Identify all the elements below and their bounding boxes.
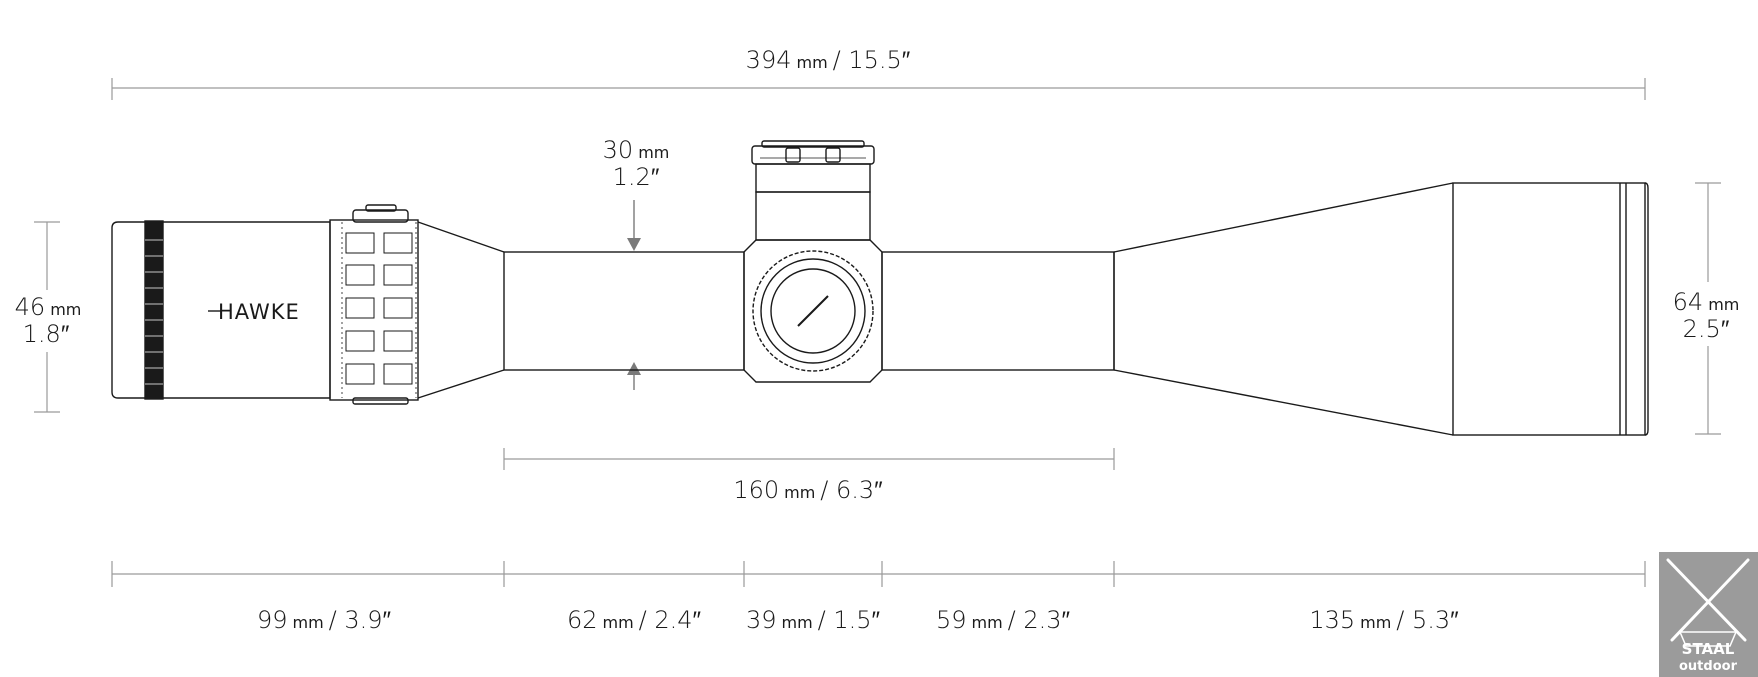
crossed-rifles-icon (1666, 558, 1750, 642)
svg-text:STAAL: STAAL (1682, 640, 1735, 658)
objective-diameter-imperial: 2.5″ (1683, 315, 1730, 343)
arrow-down-icon (627, 238, 641, 251)
tube-diameter-imperial: 1.2″ (613, 163, 660, 191)
arrow-up-icon (627, 362, 641, 375)
elevation-turret (751, 140, 875, 241)
eyepiece-diameter-imperial: 1.8″ (23, 320, 70, 348)
eyepiece-body (111, 221, 331, 399)
svg-text:outdoor: outdoor (1679, 659, 1738, 674)
eyepiece-focus-ring (144, 220, 164, 400)
side-turret (752, 250, 874, 372)
brand-logo: HAWKE (208, 300, 300, 324)
magnification-ring (329, 204, 419, 405)
svg-text:HAWKE: HAWKE (218, 300, 300, 324)
objective-bell (1452, 182, 1646, 436)
staal-outdoor-watermark: STAAL outdoor (1659, 552, 1758, 677)
main-tube (503, 251, 745, 371)
riflescope-outline: HAWKE (111, 140, 1649, 436)
